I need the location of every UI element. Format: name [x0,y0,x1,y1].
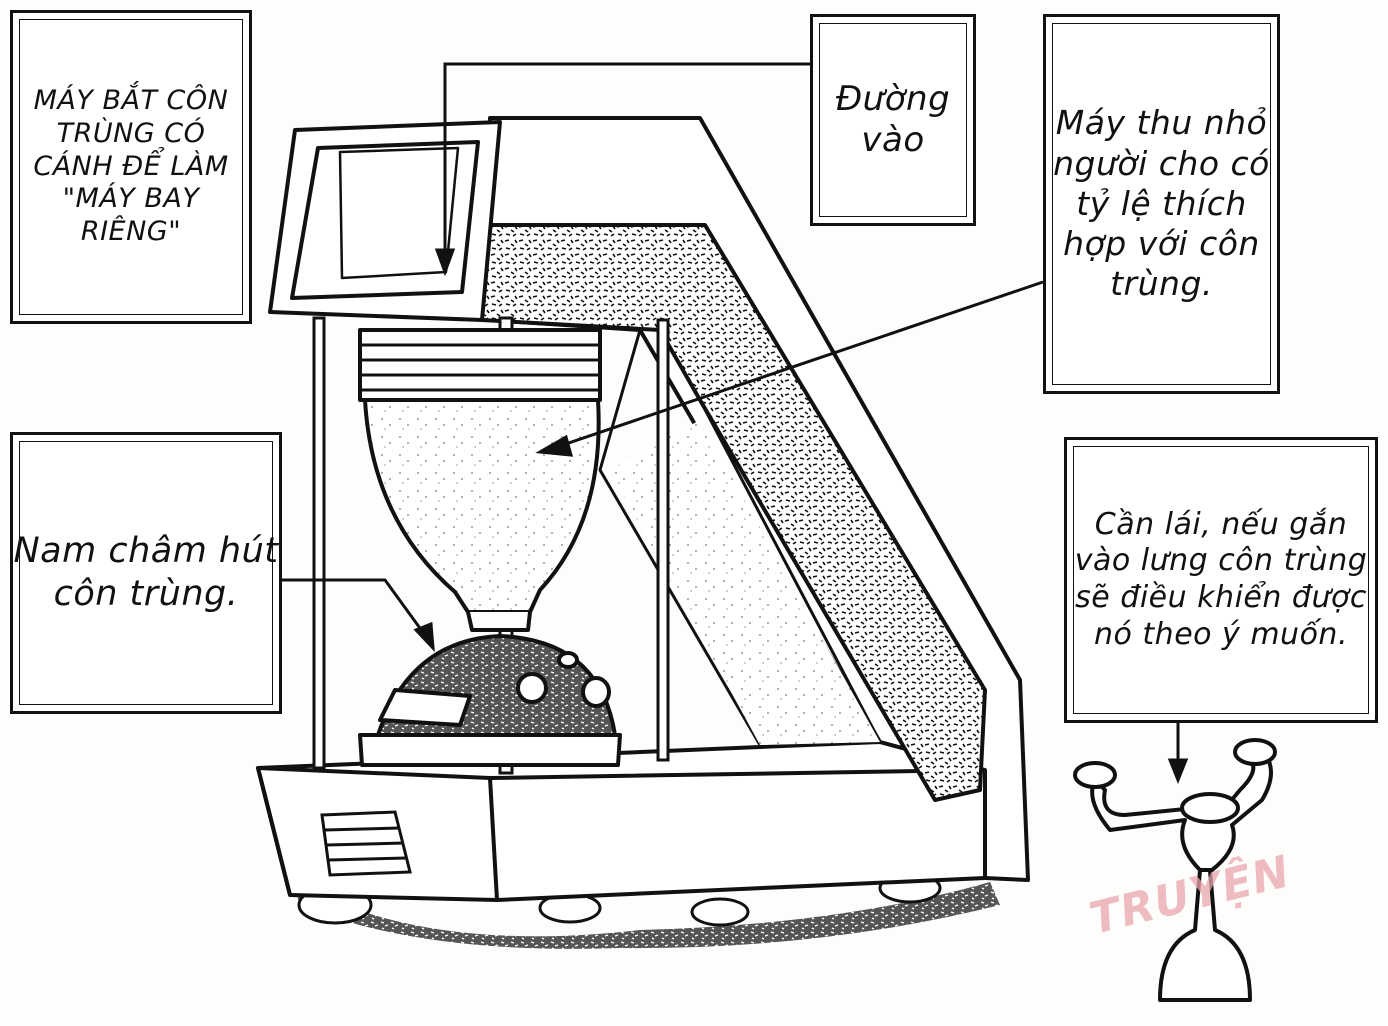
base-vent [322,812,410,875]
caption-joystick: Cần lái, nếu gắn vào lưng côn trùng sẽ đ… [1064,437,1378,723]
top-hopper [270,122,500,320]
caption-shrinker-text: Máy thu nhỏ người cho có tỷ lệ thích hợp… [1046,103,1277,304]
caption-entrance: Đường vào [810,14,976,226]
caption-shrinker: Máy thu nhỏ người cho có tỷ lệ thích hợp… [1043,14,1280,394]
magnet-dome [360,636,620,765]
caption-magnet: Nam châm hút côn trùng. [10,432,282,714]
caption-machine-title-text: Máy bắt côn trùng có cánh để làm "máy ba… [13,85,249,250]
shrinker-chamber [360,330,600,630]
caption-entrance-text: Đường vào [813,79,973,162]
caption-joystick-text: Cần lái, nếu gắn vào lưng côn trùng sẽ đ… [1067,507,1375,653]
caption-machine-title: Máy bắt côn trùng có cánh để làm "máy ba… [10,10,252,324]
caption-magnet-text: Nam châm hút côn trùng. [13,530,279,615]
